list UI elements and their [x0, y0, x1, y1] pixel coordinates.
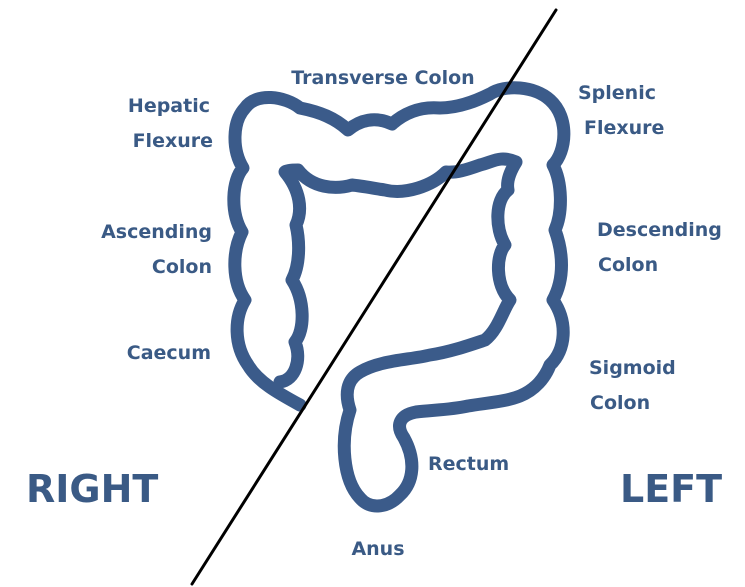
label-caecum: Caecum	[127, 342, 211, 364]
label-ascending-colon-line2: Colon	[152, 256, 212, 278]
label-sigmoid-colon-line2: Colon	[590, 392, 650, 414]
label-splenic-flexure-line1: Splenic	[578, 82, 656, 104]
label-splenic-flexure-line2: Flexure	[584, 117, 664, 139]
label-hepatic-flexure-line1: Hepatic	[128, 95, 210, 117]
label-anus: Anus	[351, 538, 404, 560]
label-ascending-colon-line1: Ascending	[101, 221, 212, 243]
colon-outer-wall	[234, 88, 564, 506]
label-descending-colon-line2: Colon	[598, 254, 658, 276]
label-transverse-colon: Transverse Colon	[291, 67, 474, 89]
label-hepatic-flexure-line2: Flexure	[133, 130, 213, 152]
large-intestine-outline	[234, 88, 564, 506]
side-label-left: LEFT	[620, 467, 722, 511]
label-descending-colon-line1: Descending	[597, 219, 722, 241]
label-sigmoid-colon-line1: Sigmoid	[589, 357, 676, 379]
label-rectum: Rectum	[428, 453, 509, 475]
side-label-right: RIGHT	[26, 467, 158, 511]
